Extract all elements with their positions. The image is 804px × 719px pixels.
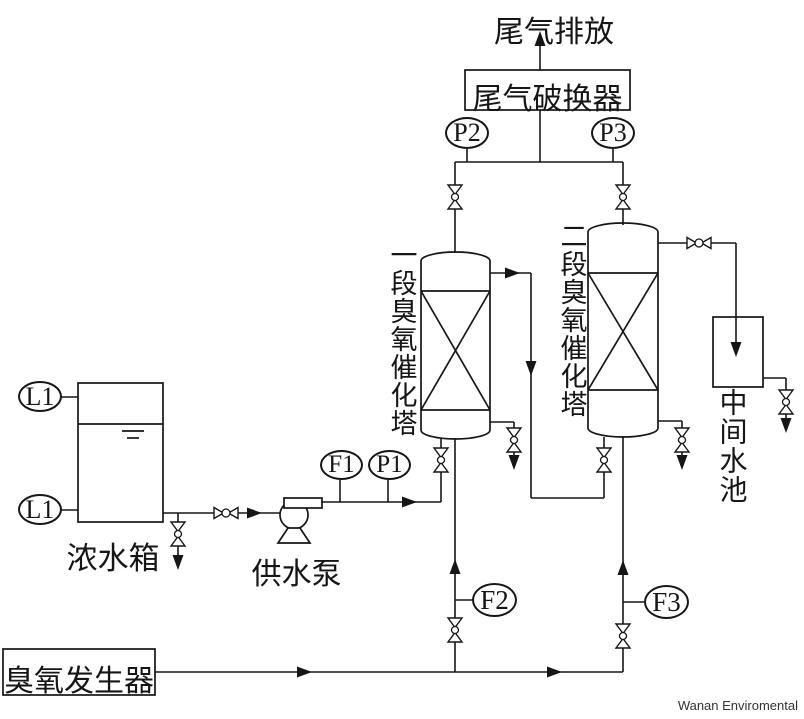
valve-ball-icon <box>781 397 791 407</box>
valve-ball-icon <box>694 238 704 248</box>
tail-gas-discharge-label: 尾气排放 <box>494 16 614 49</box>
valve-icon <box>777 389 795 401</box>
tail-gas-destructor-label: 尾气破换器 <box>472 83 623 116</box>
valve-ball-icon <box>450 625 460 635</box>
flow-arrow-icon <box>780 418 792 433</box>
valve-icon <box>227 506 239 520</box>
valve-ball-icon <box>509 435 519 445</box>
flow-arrow-icon <box>547 666 562 678</box>
flow-arrow-icon <box>730 342 742 357</box>
tower2-vessel <box>587 222 659 438</box>
pump-symbol <box>276 497 323 544</box>
pump-label: 供水泵 <box>251 558 342 591</box>
valve-icon <box>446 184 464 196</box>
level-indicator-l1-top: L1 <box>18 381 62 412</box>
intermediate-pool-box <box>712 316 764 388</box>
valve-ball-icon <box>599 455 609 465</box>
flow-arrow-icon <box>508 455 520 470</box>
valves-and-arrows <box>169 31 795 678</box>
ozone-generator-box <box>2 648 156 696</box>
valve-icon <box>595 447 613 459</box>
flow-arrow-icon <box>247 507 262 519</box>
valve-ball-icon <box>221 508 231 518</box>
valve-ball-icon <box>618 631 628 641</box>
valve-icon <box>614 637 632 649</box>
valve-icon <box>595 461 613 473</box>
valve-icon <box>686 236 698 250</box>
level-indicator-l1-bottom: L1 <box>18 494 62 525</box>
ozone-generator-label: 臭氧发生器 <box>4 665 154 698</box>
flow-indicator-f3: F3 <box>644 585 689 619</box>
watermark: Wanan Enviromental <box>677 698 798 713</box>
tank-label: 浓水箱 <box>66 541 160 576</box>
flow-arrow-icon <box>534 31 546 46</box>
valve-icon <box>446 198 464 210</box>
water-tank-box <box>77 382 164 523</box>
valve-icon <box>446 631 464 643</box>
flow-arrow-icon <box>676 455 688 470</box>
valve-ball-icon <box>677 435 687 445</box>
valve-icon <box>673 427 691 439</box>
valve-ball-icon <box>450 192 460 202</box>
flow-indicator-f2: F2 <box>472 583 517 617</box>
flow-arrow-icon <box>505 267 520 279</box>
pressure-indicator-p2: P2 <box>445 117 489 149</box>
valve-icon <box>614 623 632 635</box>
valve-icon <box>614 198 632 210</box>
intermediate-pool-label: 中间水池 <box>715 388 747 504</box>
valve-icon <box>213 506 225 520</box>
flow-arrow-icon <box>297 666 312 678</box>
flow-arrow-icon <box>172 555 184 570</box>
valve-icon <box>432 461 450 473</box>
tail-gas-destructor-box <box>464 69 631 111</box>
tower2-label: 二段臭氧催化塔 <box>556 222 587 418</box>
pressure-indicator-p1: P1 <box>368 450 411 480</box>
flow-arrow-icon <box>402 496 417 508</box>
valve-ball-icon <box>436 455 446 465</box>
valve-icon <box>614 184 632 196</box>
flow-arrow-icon <box>617 560 629 575</box>
tower1-vessel <box>420 251 491 440</box>
equipment-shapes <box>2 69 764 696</box>
valve-icon <box>505 427 523 439</box>
valve-ball-icon <box>618 192 628 202</box>
valve-icon <box>446 617 464 629</box>
flow-indicator-f1: F1 <box>320 450 363 480</box>
valve-icon <box>169 535 187 547</box>
valve-icon <box>169 521 187 533</box>
flow-arrow-icon <box>525 361 537 376</box>
valve-icon <box>673 441 691 453</box>
valve-icon <box>505 441 523 453</box>
flow-arrow-icon <box>449 559 461 574</box>
valve-icon <box>700 236 712 250</box>
valve-icon <box>777 403 795 415</box>
valve-ball-icon <box>173 529 183 539</box>
pressure-indicator-p3: P3 <box>591 117 635 149</box>
valve-icon <box>432 447 450 459</box>
tower1-label: 一段臭氧催化塔 <box>386 241 417 437</box>
